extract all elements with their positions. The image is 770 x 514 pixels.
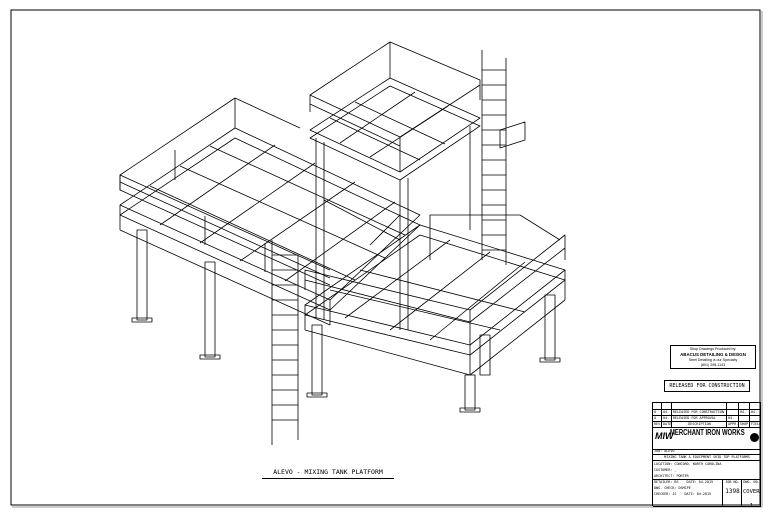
rev-header: DESCRIPTION [672, 421, 727, 427]
stamp-company: ABACUS DETAILING & DESIGN [680, 352, 746, 357]
company-logo: MIW [655, 431, 674, 441]
customer-row: CUSTOMER: _ [653, 467, 761, 473]
customer: CUSTOMER: _ [653, 467, 761, 473]
job-no-label: JOB NO. [725, 480, 740, 484]
revision-row-blank [653, 403, 761, 410]
rev-cell: 0 [653, 409, 662, 415]
sheet-border [10, 9, 761, 506]
rev-header: REV. [654, 421, 662, 427]
rev-cell: RELEASED FOR APPROVAL [672, 415, 727, 421]
stamp-line: Shop Drawings Produced by: [689, 347, 737, 351]
drawing-number: COVER-1 [743, 489, 761, 506]
checker: CHECKER: JS [654, 492, 677, 496]
drawing-check: DWG. CHECK: DSMCPE [654, 486, 691, 490]
architect-row: ARCHITECT: PORTER [653, 473, 761, 480]
rev-cell: RELEASED FOR CONSTRUCTION [672, 409, 727, 415]
company-name: MERCHANT IRON WORKS [670, 428, 745, 437]
stamp-phone: (801) 298-1143 [700, 363, 726, 367]
rev-header: FIELD [751, 421, 761, 427]
rev-cell [739, 415, 750, 421]
revision-row: A 04-06 RELEASED FOR APPROVAL 04-06 [653, 415, 761, 422]
company-block: MIW MERCHANT IRON WORKS [653, 427, 761, 450]
upper-tower [309, 41, 526, 330]
rev-cell [750, 415, 761, 421]
platform-structure [119, 41, 566, 445]
drawing-caption: ALEVO - MIXING TANK PLATFORM [262, 468, 394, 479]
rev-cell [727, 409, 739, 415]
rev-cell: 04-06 [727, 415, 739, 421]
revision-header: REV. DATE DESCRIPTION APPR. SHOP FIELD [653, 421, 761, 428]
company-seal-icon [750, 433, 759, 442]
rev-cell: 04-06 [662, 415, 672, 421]
rev-cell: 04-03 [662, 409, 672, 415]
revision-row: 0 04-03 RELEASED FOR CONSTRUCTION 04-03 … [653, 409, 761, 416]
rev-header: SHOP [740, 421, 750, 427]
detailer: DETAILER: BS [654, 480, 679, 484]
rev-header: APPR. [728, 421, 739, 427]
rev-cell: A [653, 415, 662, 421]
job-description: MIXING TANK & EQUIPMENT SKID TOP PLATFOR… [653, 454, 761, 460]
location-row: LOCATION: CONCORD, NORTH CAROLINA [653, 460, 761, 467]
support-posts [131, 229, 561, 413]
checker-date: DATE: 04-2015 [684, 492, 712, 496]
architect: ARCHITECT: PORTER [653, 473, 761, 479]
dwg-no-label: DWG. NO. [743, 480, 760, 484]
ladders [271, 50, 507, 445]
stamp-line: Steel Detailing is our Specialty [688, 358, 738, 362]
release-note: RELEASED FOR CONSTRUCTION [664, 380, 750, 392]
location: LOCATION: CONCORD, NORTH CAROLINA [653, 460, 761, 467]
signoff-row: DETAILER: BS DATE: 04-2015 DWG. CHECK: D… [653, 479, 761, 507]
right-platform [304, 214, 566, 376]
rev-cell: 04-03 [750, 409, 761, 415]
job-row: JOB: ALEVO [653, 449, 761, 455]
job-name: JOB: ALEVO [653, 449, 761, 454]
title-block: 0 04-03 RELEASED FOR CONSTRUCTION 04-03 … [652, 402, 761, 507]
rev-cell: 04-03 [739, 409, 750, 415]
description-row: MIXING TANK & EQUIPMENT SKID TOP PLATFOR… [653, 454, 761, 461]
rev-header: DATE [663, 421, 672, 427]
detailer-date: DATE: 04-2015 [686, 480, 714, 484]
job-number: 1398 [725, 488, 740, 495]
detailer-stamp: Shop Drawings Produced by: ABACUS DETAIL… [670, 345, 756, 369]
